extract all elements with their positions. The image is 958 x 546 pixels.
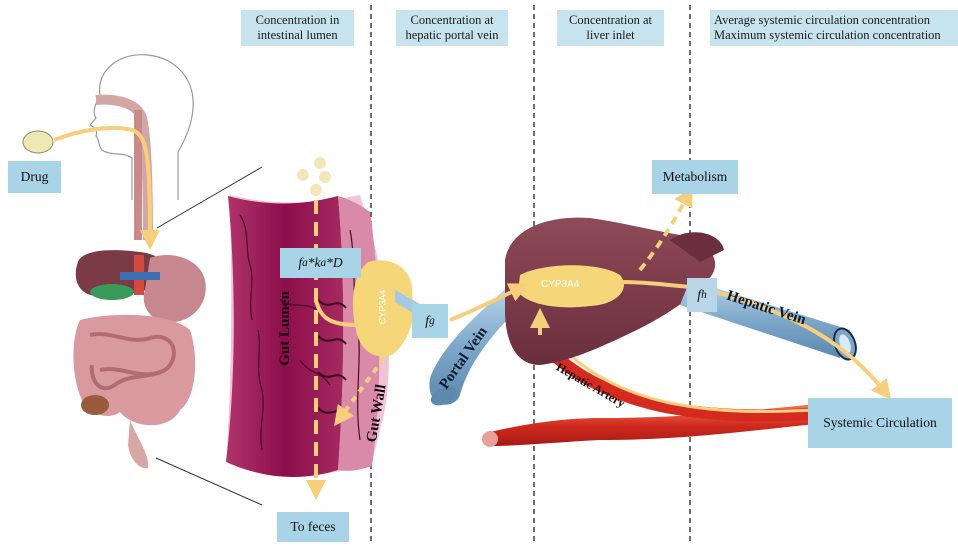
digestive-organs (73, 250, 205, 468)
header-line: hepatic portal vein (400, 28, 504, 43)
header-line: Concentration at (400, 13, 504, 28)
drug-label: Drug (8, 161, 61, 193)
systemic-circulation-label: Systemic Circulation (808, 398, 952, 448)
to-feces-label: To feces (277, 512, 349, 542)
gut-cyp3a4-label: CYP3A4 (377, 290, 387, 325)
header-line: intestinal lumen (245, 28, 350, 43)
drug-pill (23, 131, 53, 153)
header-line: liver inlet (561, 28, 660, 43)
header-line: Maximum systemic circulation concentrati… (714, 28, 954, 43)
header-systemic-circulation: Average systemic circulation concentrati… (710, 10, 958, 46)
header-line: Concentration at (561, 13, 660, 28)
header-hepatic-portal-vein: Concentration at hepatic portal vein (396, 10, 508, 46)
liver-cyp3a4-label: CYP3A4 (541, 279, 579, 290)
esophagus (96, 100, 148, 240)
header-liver-inlet: Concentration at liver inlet (557, 10, 664, 46)
metabolism-label: Metabolism (652, 160, 738, 194)
header-line: Concentration in (245, 13, 350, 28)
header-line: Average systemic circulation concentrati… (714, 13, 954, 28)
gut-lumen-label: Gut Lumen (277, 291, 294, 366)
header-intestinal-lumen: Concentration in intestinal lumen (241, 10, 354, 46)
